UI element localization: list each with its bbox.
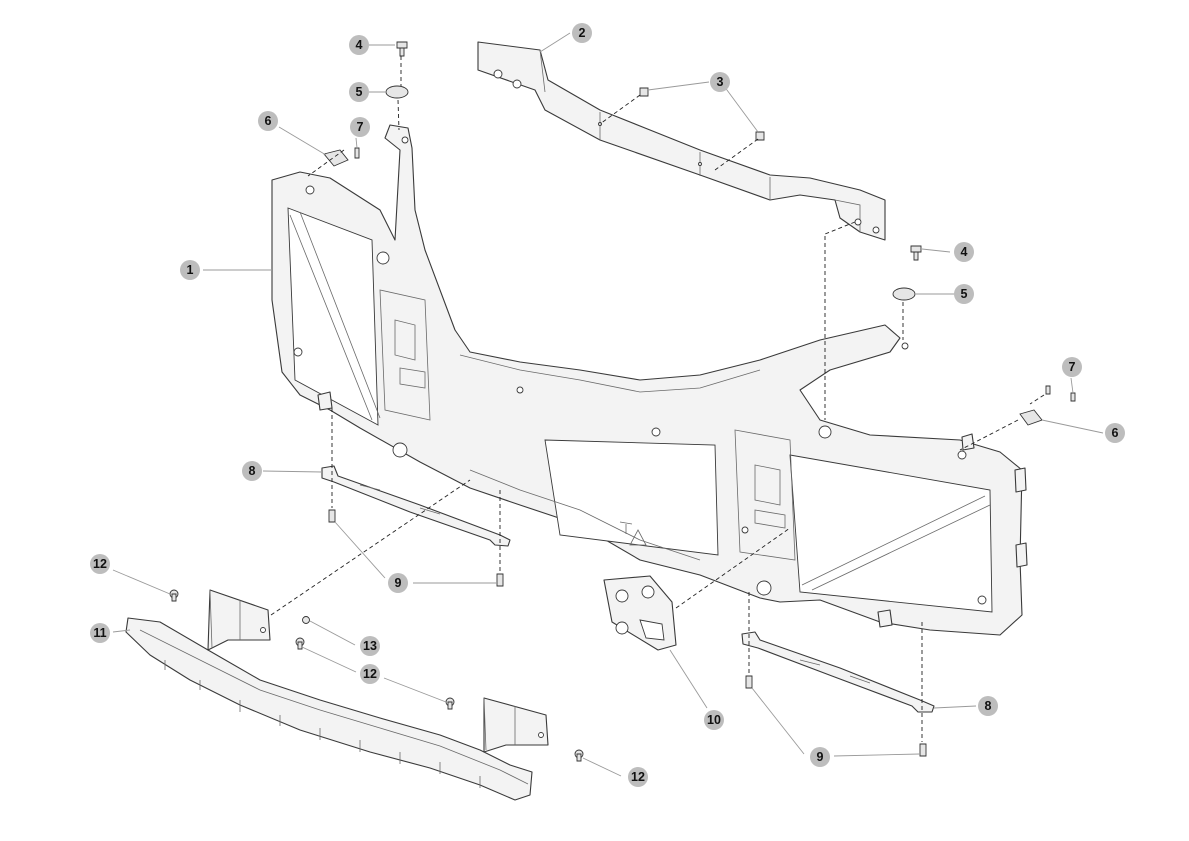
clip-6-left	[323, 149, 349, 167]
callout-label: 7	[1069, 360, 1076, 374]
callouts: 1 2 3 4 4 5 5 6 6 7 7 8 8 9 9 10 11 12 1…	[90, 23, 1125, 787]
callout-12-c: 12	[628, 767, 648, 787]
callout-label: 8	[985, 699, 992, 713]
callout-5-upper: 5	[349, 82, 369, 102]
callout-label: 11	[93, 626, 106, 640]
callout-label: 4	[961, 245, 968, 259]
callout-label: 7	[357, 120, 364, 134]
callout-4-upper: 4	[349, 35, 369, 55]
plug-13	[302, 616, 310, 624]
bolt-3-a	[639, 87, 649, 97]
upper-cross-member	[477, 41, 886, 241]
mounting-pad	[603, 575, 677, 651]
callout-5-right: 5	[954, 284, 974, 304]
leader-lines	[112, 32, 1104, 777]
callout-label: 6	[1112, 426, 1119, 440]
bolt-9-d	[919, 743, 927, 757]
callout-8-left: 8	[242, 461, 262, 481]
callout-label: 12	[631, 770, 645, 784]
lower-bracket-right	[741, 631, 935, 713]
callout-9-left: 9	[388, 573, 408, 593]
callout-label: 9	[817, 750, 824, 764]
callout-label: 6	[265, 114, 272, 128]
callout-13: 13	[360, 636, 380, 656]
callout-12-a: 12	[90, 554, 110, 574]
callout-1: 1	[180, 260, 200, 280]
callout-11: 11	[90, 623, 110, 643]
clip-6-right	[1019, 409, 1043, 426]
assembly-lines	[270, 56, 1045, 742]
callout-9-right: 9	[810, 747, 830, 767]
pin-7-left	[354, 147, 360, 159]
callout-7-right: 7	[1062, 357, 1082, 377]
callout-label: 2	[579, 26, 586, 40]
callout-label: 9	[395, 576, 402, 590]
callout-label: 3	[717, 75, 724, 89]
callout-3: 3	[710, 72, 730, 92]
bolt-12-c	[445, 697, 455, 710]
bolt-9-c	[745, 675, 753, 689]
callout-label: 13	[363, 639, 377, 653]
callout-6-right: 6	[1105, 423, 1125, 443]
callout-7-left: 7	[350, 117, 370, 137]
callout-4-right: 4	[954, 242, 974, 262]
bolt-9-b	[496, 573, 504, 587]
callout-label: 5	[961, 287, 968, 301]
cap-5-right	[892, 287, 916, 301]
bolt-12-b	[295, 637, 305, 650]
callout-label: 8	[249, 464, 256, 478]
callout-10: 10	[704, 710, 724, 730]
callout-label: 12	[93, 557, 107, 571]
fasteners	[169, 41, 1076, 762]
callout-label: 4	[356, 38, 363, 52]
callout-6-left: 6	[258, 111, 278, 131]
callout-label: 1	[187, 263, 194, 277]
bolt-4-upper	[396, 41, 408, 57]
bolt-4-right	[910, 245, 922, 261]
callout-label: 12	[363, 667, 377, 681]
pin-7-right-b	[1070, 392, 1076, 402]
pin-7-right-a	[1045, 385, 1051, 395]
bolt-3-b	[755, 131, 765, 141]
bolt-9-a	[328, 509, 336, 523]
callout-12-b: 12	[360, 664, 380, 684]
lower-bracket-left	[321, 465, 511, 547]
bumper-beam	[125, 589, 549, 801]
callout-label: 10	[707, 713, 721, 727]
callout-8-right: 8	[978, 696, 998, 716]
radiator-support-frame	[271, 124, 1028, 636]
callout-label: 5	[356, 85, 363, 99]
bolt-12-a	[169, 589, 179, 602]
callout-2: 2	[572, 23, 592, 43]
cap-5-upper	[385, 85, 409, 99]
bolt-12-d	[574, 749, 584, 762]
